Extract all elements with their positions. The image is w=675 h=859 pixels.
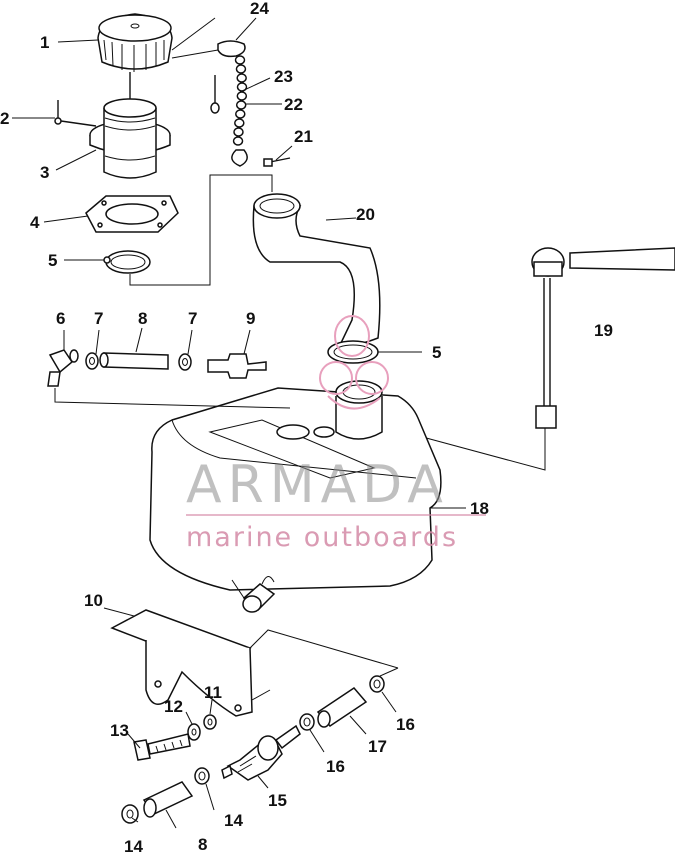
callout-23: 23 [274, 67, 293, 86]
part-hose-8b [142, 781, 194, 818]
part-washer-11 [203, 714, 217, 730]
callout-7-right: 7 [188, 309, 197, 328]
callout-9: 9 [246, 309, 255, 328]
chain-bead [232, 136, 244, 146]
part-primer-bulb-15 [221, 724, 301, 781]
part-pin-21 [263, 157, 291, 167]
part-clamp-14b [121, 804, 139, 824]
chain-beads [232, 55, 248, 146]
part-filler-cap [97, 13, 173, 72]
part-fuel-gauge [403, 247, 675, 471]
chain-bead [233, 127, 244, 137]
callout-12: 12 [164, 697, 183, 716]
watermark-brand: ARMADA [186, 455, 449, 515]
part-clamp-16a [369, 675, 385, 693]
callout-20: 20 [356, 205, 375, 224]
callout-14-left: 14 [124, 837, 143, 856]
callout-16-left: 16 [326, 757, 345, 776]
part-screw-2 [54, 100, 97, 127]
part-gasket [85, 195, 179, 233]
part-connector-9 [207, 353, 267, 379]
part-clamp-16b [299, 713, 315, 731]
chain-bead [235, 109, 246, 119]
callout-4: 4 [30, 213, 40, 232]
part-clamp-14a [194, 767, 210, 785]
leader-fittings-to-tank [54, 388, 291, 409]
part-elbow-fitting [47, 349, 79, 387]
callout-8-top: 8 [138, 309, 147, 328]
part-bracket [110, 609, 399, 717]
chain-bead [236, 73, 247, 83]
callout-11: 11 [204, 683, 222, 702]
part-tank-fitting [231, 576, 276, 613]
callout-18: 18 [470, 499, 489, 518]
callout-13: 13 [110, 721, 129, 740]
leader-line-to-bracket [379, 667, 399, 677]
chain-bead [235, 64, 247, 74]
callout-3: 3 [40, 163, 49, 182]
part-tether-chain [210, 40, 248, 167]
part-washer-7a [85, 352, 99, 370]
part-washer-12 [187, 723, 201, 741]
callout-5-left: 5 [48, 251, 57, 270]
callout-22: 22 [284, 95, 303, 114]
callout-labels: 1 2 3 4 5 5 6 7 7 8 8 9 10 11 12 13 14 1… [0, 0, 613, 856]
callout-2: 2 [0, 109, 9, 128]
callout-10: 10 [84, 591, 103, 610]
callout-leaders [12, 17, 466, 829]
chain-bead [235, 100, 247, 110]
leader-cap-to-chain [171, 17, 219, 59]
part-clamp-ring-left [103, 250, 151, 274]
callout-14-right: 14 [224, 811, 243, 830]
callout-21: 21 [294, 127, 313, 146]
part-fuel-tank [149, 380, 460, 591]
callout-1: 1 [40, 33, 49, 52]
callout-6: 6 [56, 309, 65, 328]
callout-19: 19 [594, 321, 613, 340]
chain-bead [234, 55, 246, 65]
chain-bead [236, 91, 248, 101]
callout-15: 15 [268, 791, 287, 810]
callout-8-bottom: 8 [198, 835, 207, 854]
callout-5-right: 5 [432, 343, 441, 362]
callout-24: 24 [250, 0, 269, 18]
callout-16-right: 16 [396, 715, 415, 734]
callout-7-left: 7 [94, 309, 103, 328]
callout-17: 17 [368, 737, 387, 756]
part-bolt-13 [133, 733, 191, 761]
leader-ring-to-hose [129, 174, 273, 286]
part-hose-8a [99, 352, 169, 370]
watermark-tagline: marine outboards [186, 522, 458, 553]
chain-bead [234, 118, 245, 128]
part-filler-neck [89, 72, 171, 179]
watermark-logo-icon [319, 315, 389, 410]
part-hose-17 [316, 687, 368, 728]
watermark: ARMADA marine outboards [186, 315, 486, 553]
part-washer-7b [178, 353, 192, 371]
